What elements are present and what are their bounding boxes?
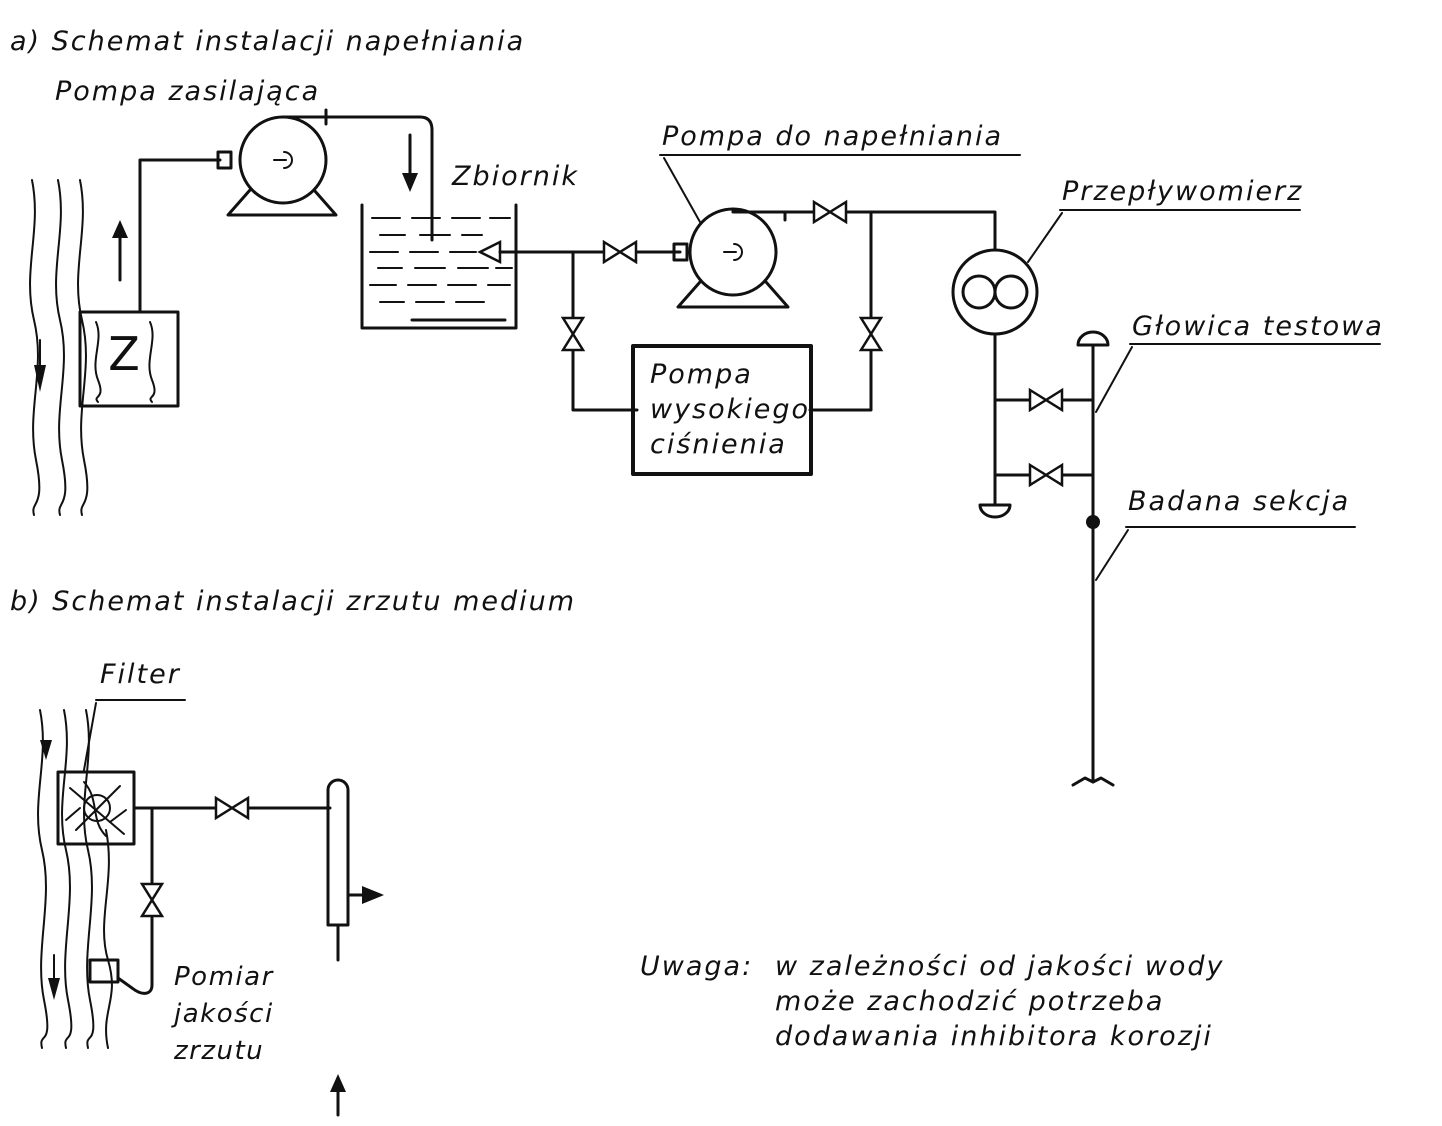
valve-sampling-icon xyxy=(139,882,165,918)
tested-section-label: Badana sekcja xyxy=(1128,486,1350,517)
drain-cap-icon xyxy=(978,503,1012,519)
intake-box: Z xyxy=(78,310,180,408)
bypass-pipe-left xyxy=(571,250,639,412)
discharge-stub xyxy=(731,207,787,222)
hp-pump-label-line3: ciśnienia xyxy=(650,429,787,460)
valve-bypass-left-icon xyxy=(560,316,586,352)
filter-icon xyxy=(56,770,136,846)
section-a-title: a) Schemat instalacji napełniania xyxy=(10,26,525,57)
hp-pump-label-line1: Pompa xyxy=(650,359,753,390)
high-pressure-pump-box: Pompa wysokiego ciśnienia xyxy=(631,344,813,476)
discharge-column-icon xyxy=(326,778,384,1117)
note-line-3: dodawania inhibitora korozji xyxy=(775,1021,1213,1052)
test-head-cap-icon xyxy=(1076,330,1110,347)
fill-pump-icon xyxy=(672,207,790,309)
intake-pipe xyxy=(138,158,222,314)
note-prefix: Uwaga: xyxy=(640,951,753,982)
feed-pipe xyxy=(281,115,434,242)
filter-label: Filter xyxy=(100,659,181,690)
measurement-label-line1: Pomiar xyxy=(174,962,275,992)
sampling-pipe xyxy=(116,806,154,995)
tank-icon xyxy=(360,203,518,330)
fill-pump-leader xyxy=(663,157,701,223)
discharge-pipe xyxy=(783,210,997,252)
flow-arrow-up-icon xyxy=(112,220,128,282)
tank-label: Zbiornik xyxy=(451,161,579,192)
section-b-title: b) Schemat instalacji zrzutu medium xyxy=(10,586,576,617)
flow-arrow-down-icon xyxy=(402,133,418,192)
feed-pump-label: Pompa zasilająca xyxy=(55,76,320,107)
filter-leader xyxy=(83,702,97,771)
valve-suction-icon xyxy=(602,239,638,265)
measurement-label-line3: zrzutu xyxy=(173,1036,264,1066)
water-source-waves xyxy=(29,179,89,516)
bypass-pipe-right xyxy=(808,210,873,412)
joint-dot xyxy=(1086,515,1100,529)
note-line-1: w zależności od jakości wody xyxy=(775,951,1224,982)
valve-discharge-b-icon xyxy=(214,795,250,821)
fill-pump-label: Pompa do napełniania xyxy=(662,121,1003,152)
valve-bypass-right-icon xyxy=(858,316,884,352)
valve-discharge-icon xyxy=(812,199,848,225)
water-source-waves-b xyxy=(37,709,113,1049)
intake-symbol: Z xyxy=(108,327,140,381)
valve-test-lower-icon xyxy=(1028,462,1064,488)
valve-test-upper-icon xyxy=(1028,387,1064,413)
measurement-device-icon xyxy=(88,958,120,984)
hp-pump-label-line2: wysokiego xyxy=(650,394,810,425)
feed-pump-icon xyxy=(216,115,338,217)
flowmeter-icon xyxy=(951,248,1039,336)
measurement-label-line2: jakości xyxy=(171,999,274,1029)
flowmeter-leader xyxy=(1027,212,1063,263)
tested-section-leader xyxy=(1095,529,1129,581)
test-head-leader xyxy=(1095,346,1133,413)
pipe-end-icon xyxy=(1071,776,1115,787)
note-line-2: może zachodzić potrzeba xyxy=(775,986,1164,1017)
flowmeter-label: Przepływomierz xyxy=(1062,176,1303,207)
test-head-label: Głowica testowa xyxy=(1132,311,1384,342)
